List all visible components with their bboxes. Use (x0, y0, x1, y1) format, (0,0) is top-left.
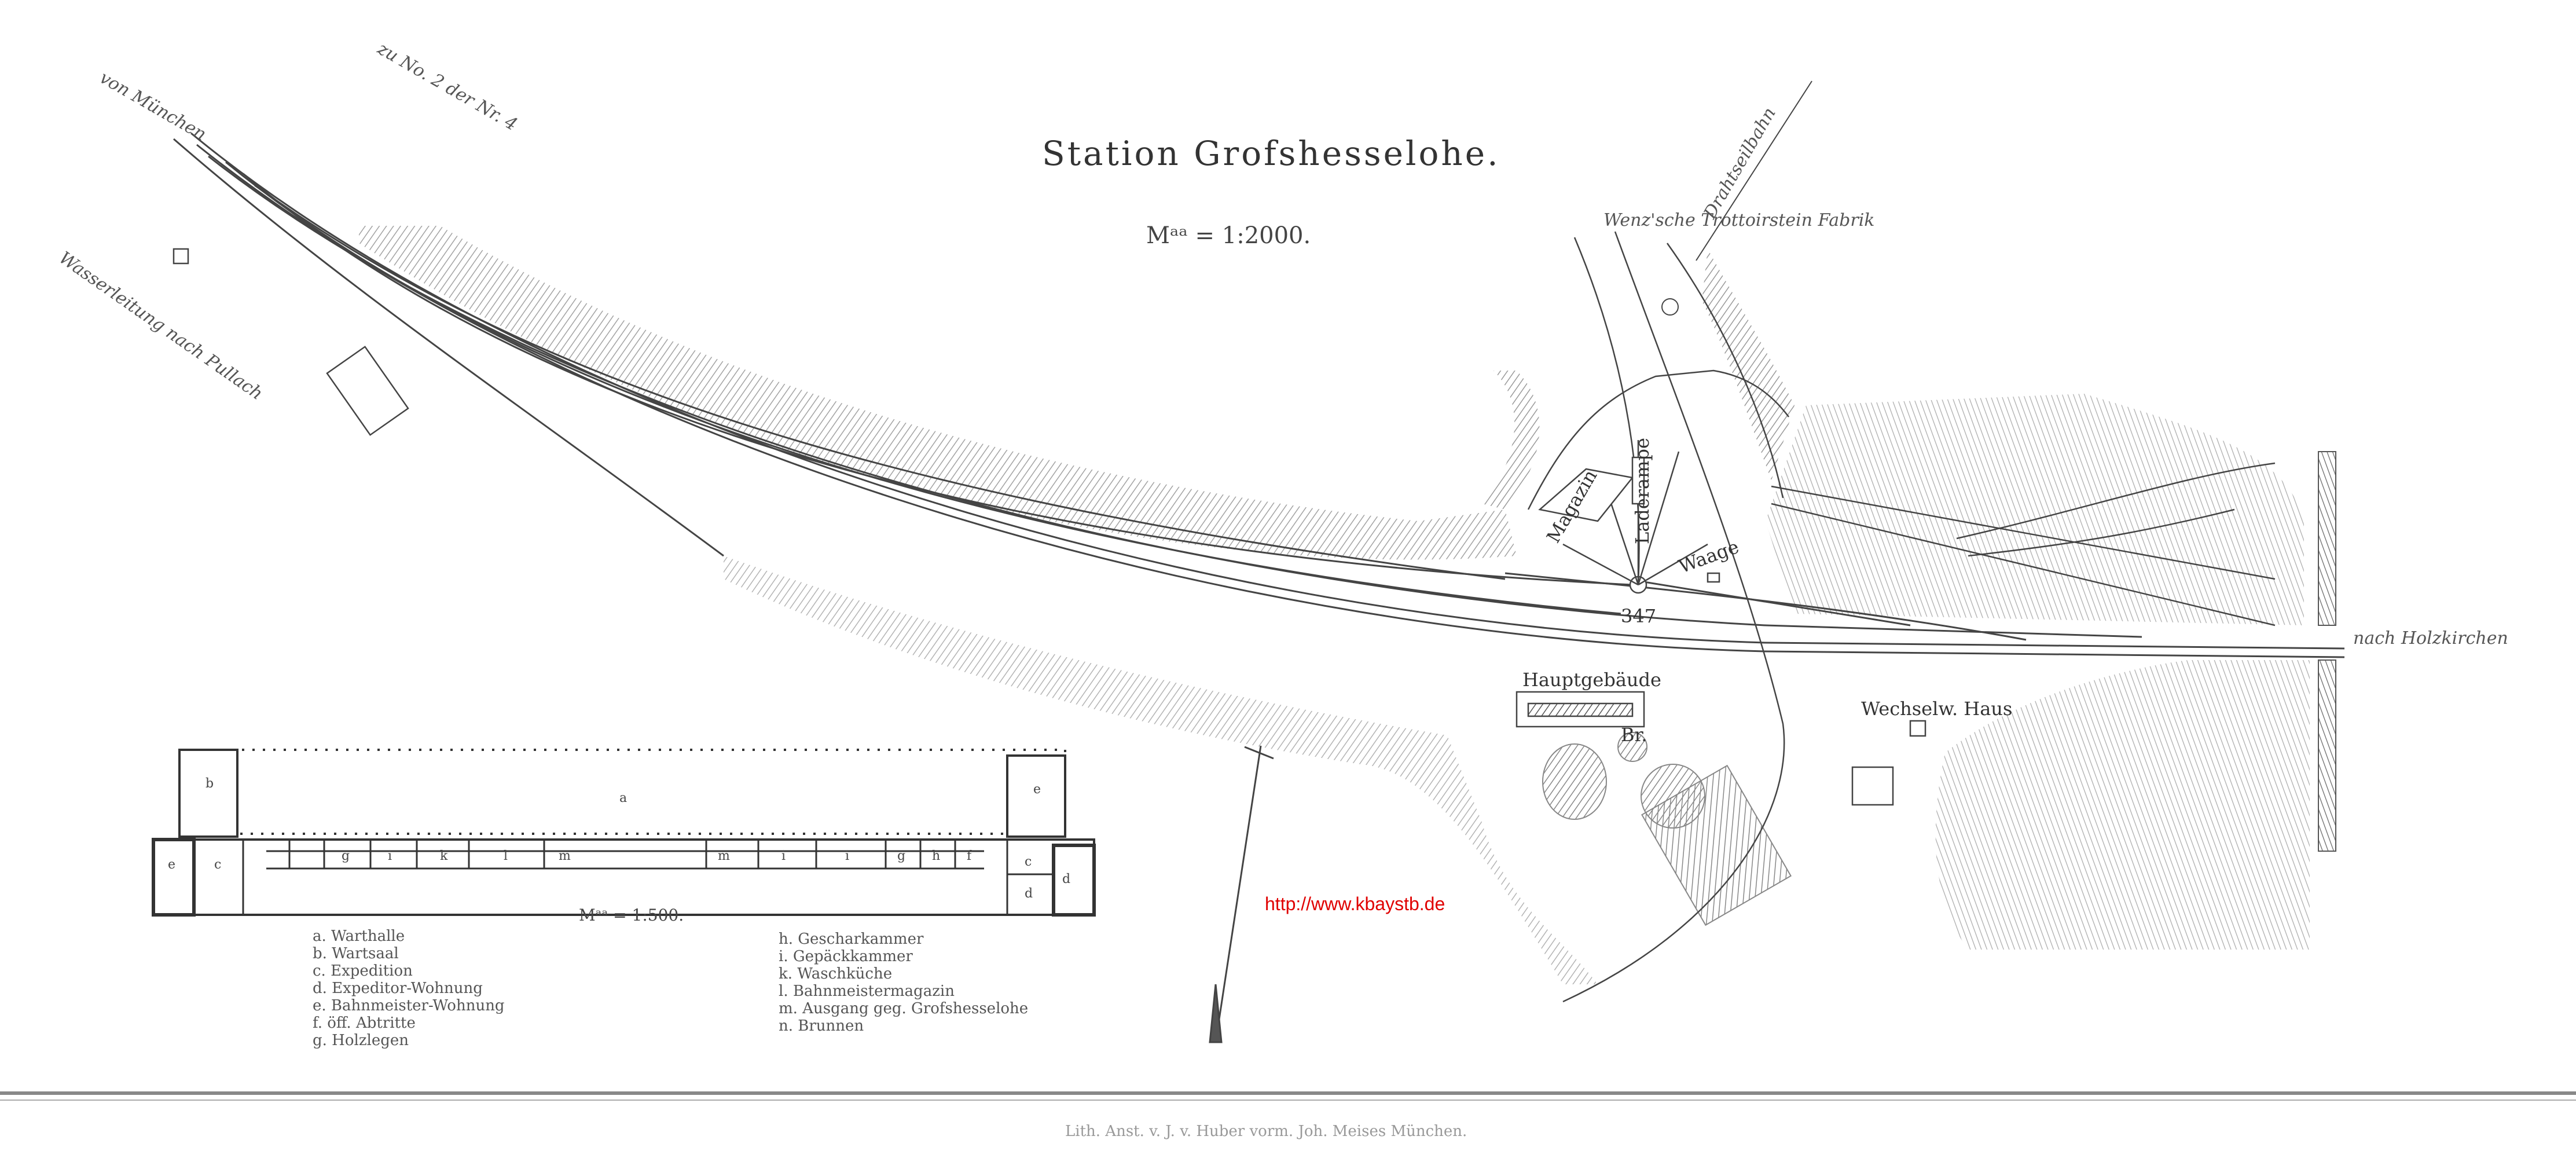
garden-beds (1542, 732, 1792, 926)
lower-embankment (724, 556, 1598, 984)
cliff-factory (1702, 249, 1795, 481)
legend-left: a. Warthalle b. Wartsaal c. Expedition d… (313, 928, 505, 1049)
yard-structures (173, 248, 1927, 806)
legend-item: e. Bahnmeister-Wohnung (313, 997, 505, 1014)
retaining-wall-top (2318, 451, 2336, 626)
room-c2: c (1025, 855, 1032, 869)
railway-tracks (173, 132, 2345, 658)
room-g: g (342, 849, 350, 863)
factory-label: Wenz'sche Trottoirstein Fabrik (1603, 210, 1875, 230)
floor-plan-dividers (242, 840, 1054, 915)
from-munich-label: von München (96, 68, 210, 145)
cutting-lower-right (1935, 660, 2310, 950)
room-d: d (1025, 886, 1033, 901)
legend-item: g. Holzlegen (313, 1032, 409, 1049)
legend-item: c. Expedition (313, 962, 413, 980)
room-h: h (932, 849, 940, 863)
upper-embankment (359, 226, 1517, 560)
legend-item: h. Gescharkammer (779, 930, 924, 948)
scale-house-label: Waage (1676, 536, 1742, 578)
top-note-label: zu No. 2 der Nr. 4 (373, 38, 520, 135)
room-i2: i (781, 849, 786, 863)
legend-item: m. Ausgang geg. Grofshesselohe (779, 1000, 1028, 1017)
room-d2: d (1062, 872, 1070, 886)
wire-rope-label: Drahtseilbahn (1700, 104, 1780, 223)
track-number: 347 (1621, 605, 1656, 627)
well-label: Br. (1621, 724, 1647, 746)
lithographer-imprint: Lith. Anst. v. J. v. Huber vorm. Joh. Me… (1065, 1123, 1467, 1140)
room-m: m (559, 849, 571, 863)
cutting-upper-right (1766, 394, 2304, 625)
legend-item: i. Gepäckkammer (779, 948, 913, 965)
room-g2: g (897, 849, 905, 863)
room-e2: e (168, 857, 175, 872)
legend-item: a. Warthalle (313, 928, 405, 945)
room-f: f (967, 849, 973, 863)
floor-plan (152, 749, 1096, 917)
room-i: i (388, 849, 392, 863)
legend-item: b. Wartsaal (313, 945, 399, 962)
plan-scale: Mᵃᵃ = 1:500. (579, 906, 684, 925)
guard-house-label: Wechselw. Haus (1861, 698, 2012, 720)
map-title: Station Grofshesselohe. (1042, 134, 1500, 173)
legend-item: k. Waschküche (779, 965, 892, 983)
room-c: c (214, 857, 221, 872)
main-scale: Mᵃᵃ = 1:2000. (1146, 222, 1311, 249)
legend-right: h. Gescharkammer i. Gepäckkammer k. Wasc… (779, 930, 1028, 1035)
loading-ramp-label: Laderampe (1631, 438, 1653, 544)
main-building-label: Hauptgebäude (1522, 669, 1661, 691)
room-e: e (1033, 782, 1041, 797)
room-i3: i (845, 849, 849, 863)
source-url: http://www.kbaystb.de (1265, 893, 1445, 914)
room-a: a (619, 791, 627, 805)
factory-circle (1661, 298, 1679, 316)
retaining-wall-bottom (2318, 659, 2336, 852)
water-pipe-label: Wasserleitung nach Pullach (55, 248, 266, 404)
room-m2: m (718, 849, 730, 863)
to-holzkirchen-label: nach Holzkirchen (2353, 628, 2508, 648)
floor-plan-room-letters: a b c e c d d e g i k l m m i i g h f (168, 776, 1070, 901)
room-k: k (440, 849, 448, 863)
legend-item: n. Brunnen (779, 1017, 864, 1035)
wire-rope-line (1696, 80, 1812, 261)
cliff-left (1482, 371, 1540, 510)
legend-item: f. öff. Abtritte (313, 1014, 416, 1032)
north-arrow (1209, 745, 1274, 1043)
legend-item: d. Expeditor-Wohnung (313, 980, 483, 997)
turntable (1527, 231, 2276, 1003)
room-l: l (504, 849, 508, 863)
room-b: b (206, 776, 214, 791)
legend-item: l. Bahnmeistermagazin (779, 983, 955, 1000)
